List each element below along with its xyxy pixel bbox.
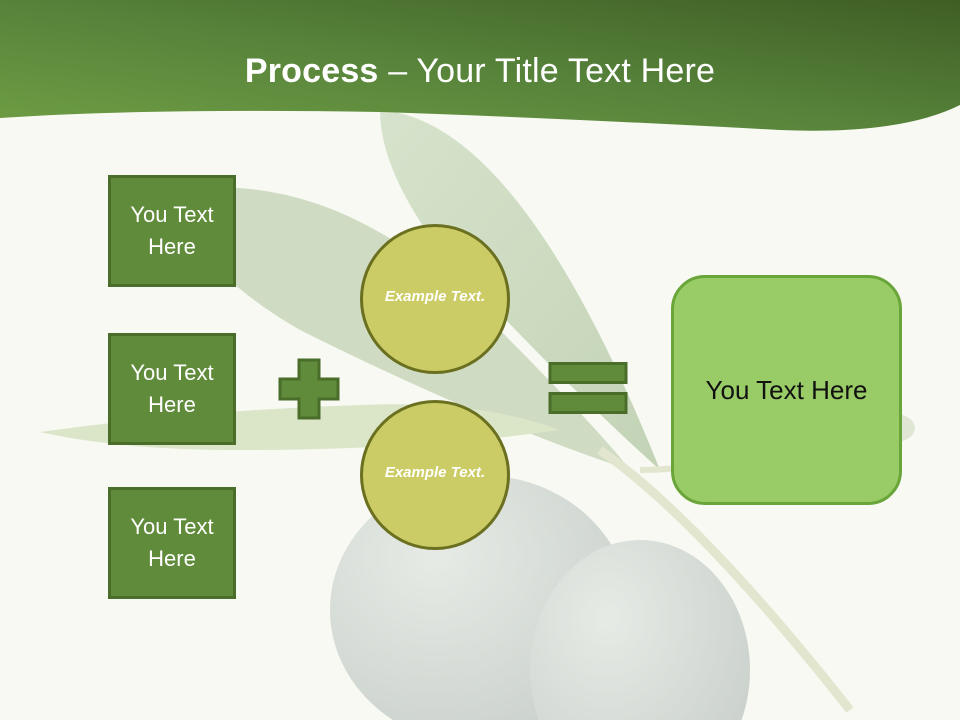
input-box-3[interactable]: You Text Here [108, 487, 236, 599]
example-circle-1[interactable]: Example Text. [360, 224, 510, 374]
title-bold: Process [244, 52, 379, 90]
result-box[interactable]: You Text Here [671, 275, 902, 505]
example-circle-2[interactable]: Example Text. [360, 400, 510, 550]
input-box-1[interactable]: You Text Here [108, 175, 236, 287]
title-rest: – Your Title Text Here [378, 52, 716, 90]
plus-icon [278, 358, 340, 420]
page-title: Process – Your Title Text Here [0, 52, 960, 91]
equals-icon [548, 362, 628, 414]
input-box-2[interactable]: You Text Here [108, 333, 236, 445]
header-banner [0, 0, 960, 131]
